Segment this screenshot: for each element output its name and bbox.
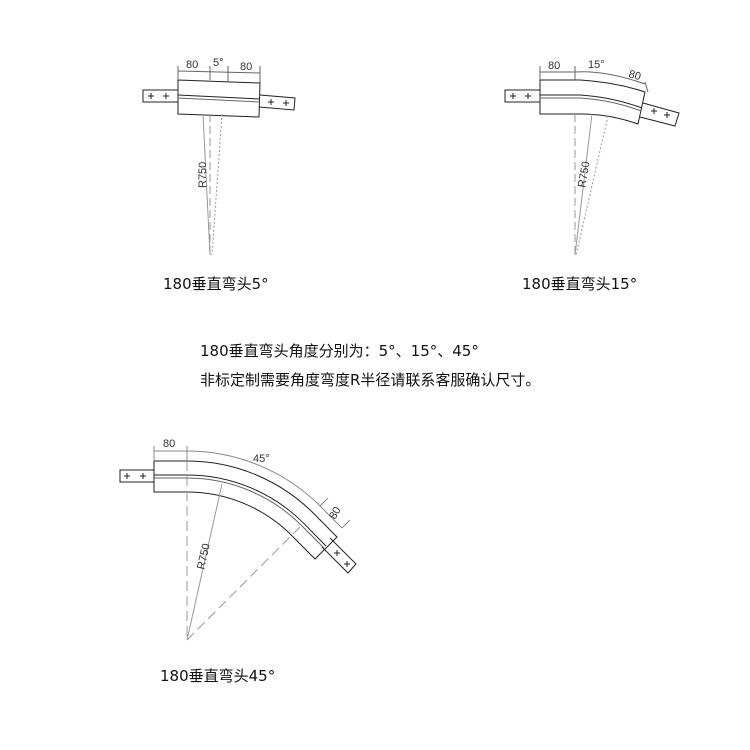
right-tab — [639, 102, 680, 127]
caption-elbow-15: 180垂直弯头15° — [522, 275, 638, 293]
note-custom: 非标定制需要角度弯度R半径请联系客服确认尺寸。 — [200, 371, 541, 389]
elbow-body — [177, 79, 261, 118]
angle-label: 45° — [253, 453, 270, 465]
left-tab — [504, 89, 541, 103]
elbow-body — [539, 79, 646, 125]
angle-label: 5° — [213, 57, 224, 69]
caption-elbow-45: 180垂直弯头45° — [160, 667, 276, 685]
radius-label: R750 — [197, 162, 209, 188]
radius-label: R750 — [576, 161, 592, 189]
right-tab — [321, 537, 357, 574]
dim-left-label: 80 — [186, 59, 198, 71]
elbow-15-drawing — [504, 66, 680, 256]
right-tab — [258, 94, 296, 111]
note-angles: 180垂直弯头角度分别为：5°、15°、45° — [200, 342, 479, 360]
left-tab — [119, 469, 155, 483]
dim-left-label: 80 — [548, 60, 560, 72]
dim-left-label: 80 — [163, 438, 175, 450]
elbow-45-drawing — [119, 446, 357, 641]
dim-right-label: 80 — [627, 68, 642, 83]
left-tab — [142, 89, 179, 103]
elbow-body — [153, 460, 338, 560]
radius-label: R750 — [195, 542, 213, 570]
caption-elbow-5: 180垂直弯头5° — [163, 275, 269, 293]
elbow-5-drawing — [142, 66, 296, 256]
dim-right-label: 80 — [240, 61, 252, 73]
angle-label: 15° — [588, 59, 605, 71]
dim-right-label: 80 — [327, 505, 344, 522]
